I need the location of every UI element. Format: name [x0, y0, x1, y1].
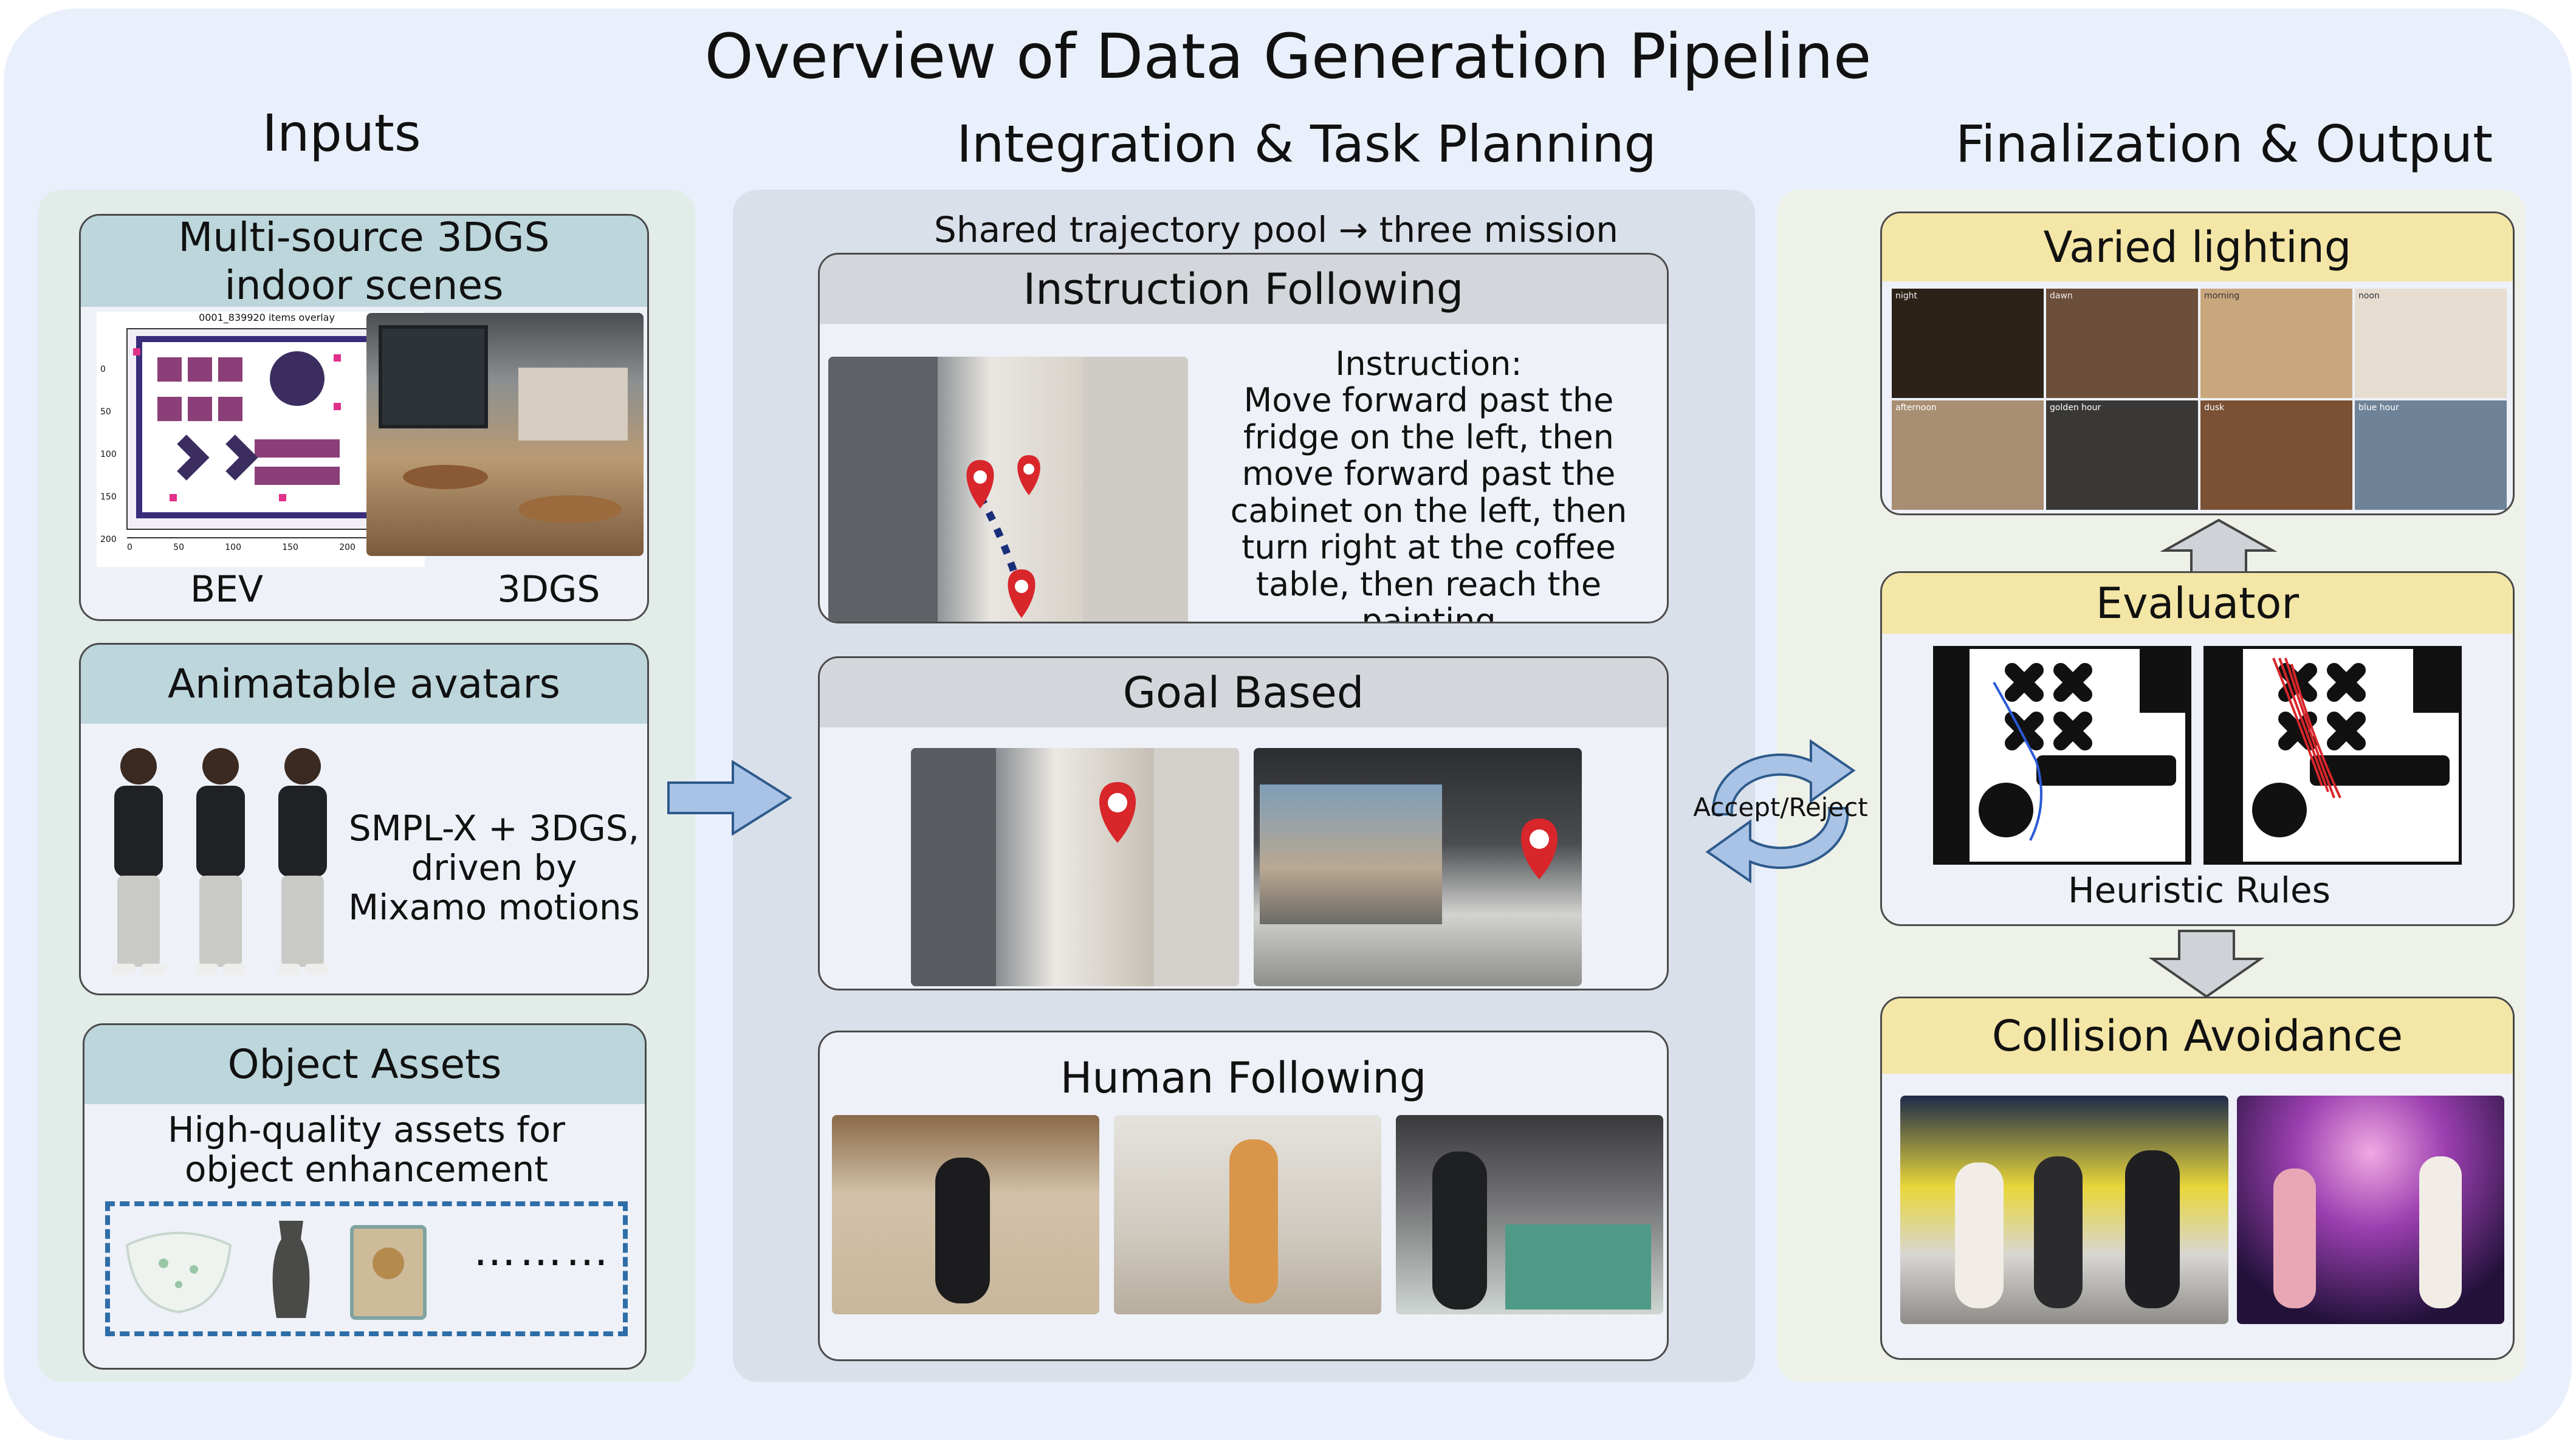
human-following-card: Human Following: [818, 1031, 1669, 1361]
objects-card: Object Assets High-quality assets for ob…: [83, 1023, 647, 1370]
arrow-inputs-to-integration: [667, 760, 792, 836]
lighting-tile-golden-hour: golden hour: [2046, 400, 2198, 510]
objects-card-title: Object Assets: [84, 1025, 645, 1104]
instruction-following-card: Instruction Following Instruction: Move …: [818, 253, 1669, 623]
instruction-following-title: Instruction Following: [820, 255, 1667, 324]
lighting-tile-morning: morning: [2200, 289, 2352, 398]
column-title-integration: Integration & Task Planning: [957, 114, 1657, 174]
asset-thumbnails: [125, 1221, 427, 1320]
collision-avoidance-title: Collision Avoidance: [1882, 998, 2513, 1074]
lighting-tile-dawn: dawn: [2046, 289, 2198, 398]
human-following-title: Human Following: [1060, 1053, 1427, 1103]
bev-label: BEV: [190, 568, 264, 611]
goal-pin-2: [1521, 819, 1558, 879]
instruction-pin-3: [1008, 569, 1036, 618]
evaluator-title: Evaluator: [1882, 573, 2513, 634]
avatars-card-title: Animatable avatars: [81, 645, 647, 724]
bev-caption: 0001_839920 items overlay: [199, 312, 335, 323]
lighting-grid: night dawn morning noon afternoon golden…: [1892, 289, 2507, 510]
goal-scene-render-2: [1254, 748, 1582, 986]
bev-axis-x-2: 100: [225, 543, 241, 552]
avatar-figures: [111, 748, 328, 975]
collision-avoidance-card: Collision Avoidance: [1880, 997, 2515, 1360]
bowl-asset: [125, 1232, 232, 1314]
heuristic-rules-label: Heuristic Rules: [2068, 870, 2330, 911]
avatar-figure-3: [277, 748, 328, 975]
avatar-figure-1: [111, 748, 166, 975]
instruction-pin-2: [1017, 455, 1040, 495]
bev-axis-y-0: 0: [100, 365, 106, 374]
bev-map: 0001_839920 items overlay 0 50 1: [97, 312, 425, 567]
gs-label: 3DGS: [497, 568, 600, 611]
human-scene-render-3: [1396, 1115, 1663, 1314]
lighting-tile-dusk: dusk: [2200, 400, 2352, 510]
bev-axis-x-1: 50: [173, 543, 184, 552]
asset-dashed-box: [105, 1201, 628, 1336]
goal-scene-render-1: [911, 748, 1239, 986]
arrow-evaluator-to-lighting: [2160, 518, 2278, 575]
gs-scene-render: [366, 313, 644, 556]
goal-pin-1: [1099, 782, 1136, 843]
avatars-card: Animatable avatars SMPL-X + 3DGS, driven…: [79, 643, 649, 995]
column-title-inputs: Inputs: [262, 103, 421, 163]
collision-scene-render-1: [1900, 1096, 2228, 1324]
arrow-evaluator-to-collision: [2148, 930, 2265, 998]
evaluator-maps: [1933, 646, 2462, 865]
human-scene-render-2: [1114, 1115, 1381, 1314]
human-scene-render-1: [832, 1115, 1099, 1314]
instruction-text: Move forward past the fridge on the left…: [1230, 381, 1627, 623]
bev-axis-x-3: 150: [282, 543, 298, 552]
instruction-heading: Instruction:: [1335, 345, 1522, 383]
diagram-title: Overview of Data Generation Pipeline: [704, 21, 1872, 93]
asset-ellipsis: ………: [473, 1226, 612, 1275]
bev-axis-y-3: 150: [100, 492, 117, 502]
goal-based-title: Goal Based: [820, 658, 1667, 727]
instruction-pin-1: [966, 460, 994, 509]
lighting-tile-blue-hour: blue hour: [2355, 400, 2507, 510]
accept-reject-label: Accept/Reject: [1693, 792, 1868, 822]
lighting-tile-noon: noon: [2355, 289, 2507, 398]
bev-axis-x-4: 200: [339, 543, 355, 552]
bev-axis-y-4: 200: [100, 535, 117, 544]
collision-scene-render-2: [2237, 1096, 2504, 1324]
bev-axis-y-2: 100: [100, 450, 117, 459]
evaluator-map-1: [1933, 646, 2191, 865]
column-title-finalization: Finalization & Output: [1955, 114, 2493, 174]
bev-axis-y-1: 50: [100, 407, 111, 417]
avatar-figure-2: [195, 748, 246, 975]
lighting-tile-night: night: [1892, 289, 2044, 398]
scenes-card-title: Multi-source 3DGS indoor scenes: [81, 216, 647, 309]
varied-lighting-title: Varied lighting: [1882, 213, 2513, 281]
instruction-path-overlay: [966, 455, 1040, 618]
avatars-description: SMPL-X + 3DGS, driven by Mixamo motions: [348, 808, 640, 928]
evaluator-card: Evaluator: [1880, 571, 2515, 926]
scenes-card: Multi-source 3DGS indoor scenes 0001_839…: [79, 214, 649, 621]
goal-based-card: Goal Based: [818, 656, 1669, 990]
vase-asset: [272, 1221, 310, 1318]
accept-reject-loop: [1705, 739, 1856, 884]
book-asset: [350, 1225, 427, 1320]
instruction-scene-render: [828, 357, 1188, 622]
lighting-tile-afternoon: afternoon: [1892, 400, 2044, 510]
bev-axis-x-0: 0: [127, 543, 132, 552]
varied-lighting-card: Varied lighting night dawn morning noon …: [1880, 211, 2515, 515]
evaluator-map-2: [2203, 646, 2462, 865]
objects-description: High-quality assets for object enhanceme…: [168, 1109, 565, 1190]
